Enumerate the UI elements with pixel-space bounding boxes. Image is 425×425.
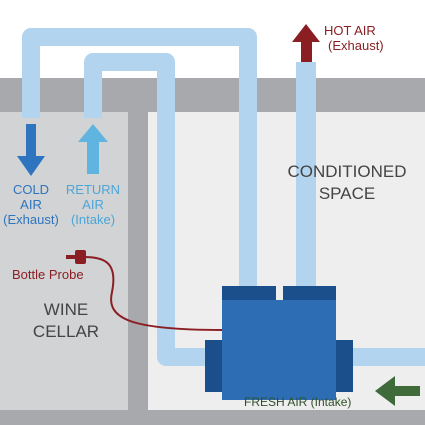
bottle-probe-label: Bottle Probe: [12, 267, 84, 282]
wine-cellar-label-line2: CELLAR: [32, 321, 100, 341]
unit-top-port-right: [283, 286, 336, 301]
wine-cellar-label-line1: WINE: [43, 300, 89, 319]
conditioned-space-label-line2: SPACE: [318, 183, 376, 203]
hot-air-label-line1: HOT AIR: [324, 23, 376, 38]
probe-cable: [83, 256, 223, 331]
fresh-arrow-left-icon: [375, 376, 420, 406]
cold-arrow-down-icon: [17, 124, 45, 176]
cold-air-label-line2: AIR: [20, 196, 42, 212]
ceiling-wall: [0, 78, 425, 112]
return-air-label-line1: RETURN: [65, 182, 121, 197]
return-air-label-line2: AIR: [82, 196, 104, 212]
partition-wall: [128, 112, 148, 410]
hot-air-label: HOT AIR (Exhaust): [324, 23, 404, 54]
fresh-air-duct: [350, 348, 425, 366]
return-arrow-up-icon: [78, 124, 108, 174]
probe-head: [75, 250, 86, 264]
floor: [0, 410, 425, 425]
hot-arrow-up-icon: [292, 24, 320, 62]
wine-cellar-label: WINE CELLAR: [16, 300, 116, 341]
return-air-label: RETURN AIR (Intake): [58, 182, 128, 228]
probe-tip: [66, 255, 76, 259]
conditioned-space-label: CONDITIONED SPACE: [272, 162, 422, 203]
return-air-label-line3: (Intake): [70, 211, 116, 227]
cold-air-label: COLD AIR (Exhaust): [0, 182, 62, 228]
cold-air-duct: [22, 28, 257, 290]
return-air-duct: [84, 53, 210, 366]
hot-air-label-line2: (Exhaust): [328, 37, 384, 53]
unit-top-port-left: [222, 286, 276, 301]
cooling-unit: [222, 300, 336, 400]
hot-air-duct: [296, 62, 316, 290]
conditioned-space-label-line1: CONDITIONED: [287, 162, 407, 181]
cold-air-label-line3: (Exhaust): [3, 211, 59, 227]
fresh-air-label: FRESH AIR (Intake): [244, 395, 352, 409]
unit-right-flange: [331, 340, 353, 392]
cold-air-label-line1: COLD: [12, 182, 50, 197]
unit-left-flange: [205, 340, 227, 392]
